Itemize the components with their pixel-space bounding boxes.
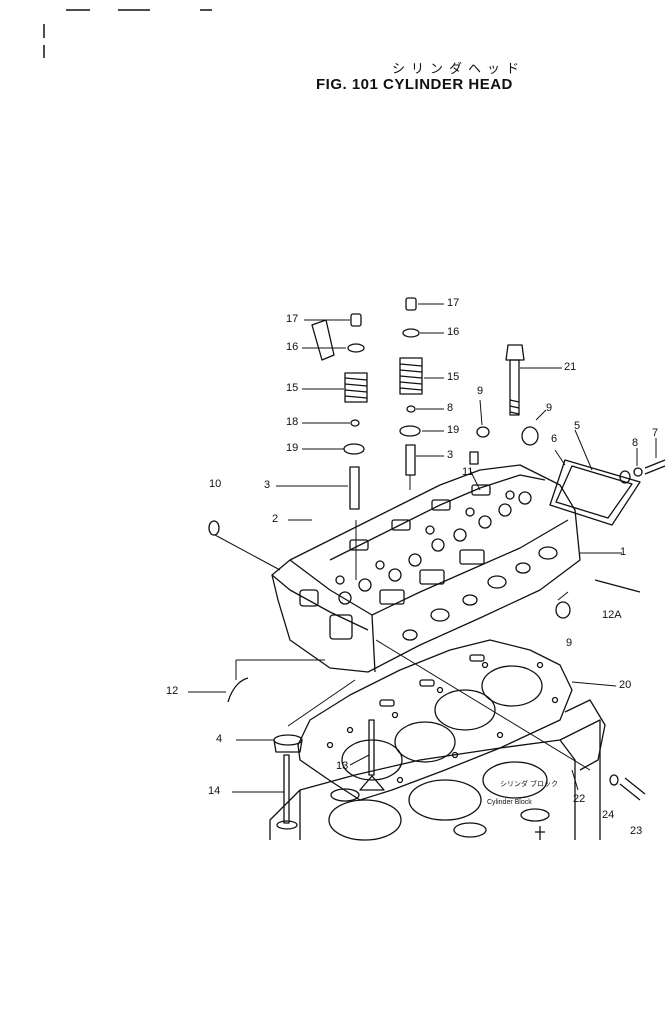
callout-8-right: 8 (447, 402, 454, 414)
cylinder-block (269, 719, 601, 841)
right-valve-stack (399, 297, 423, 476)
callout-3-left: 3 (264, 479, 271, 491)
figure-title-japanese: シリンダヘッド (392, 62, 526, 77)
callout-21: 21 (564, 361, 577, 373)
callout-23: 23 (630, 825, 643, 837)
leader-lines (188, 303, 657, 793)
callout-14: 14 (208, 785, 221, 797)
callout-17-right: 17 (447, 297, 460, 309)
callout-2: 2 (272, 513, 279, 525)
head-bolt (505, 344, 525, 416)
block-note-japanese: シリンダ ブロック (500, 781, 558, 788)
callout-7: 7 (652, 427, 659, 439)
callout-16-right: 16 (447, 326, 460, 338)
callout-16-left: 16 (286, 341, 299, 353)
callout-8: 8 (632, 437, 639, 449)
callout-9-lower: 9 (566, 637, 573, 649)
callout-20: 20 (619, 679, 632, 691)
callout-15-right: 15 (447, 371, 460, 383)
callout-15-left: 15 (286, 382, 299, 394)
callout-11: 11 (462, 466, 474, 478)
side-cover (549, 459, 666, 526)
callout-13: 13 (336, 760, 349, 772)
small-parts (208, 426, 646, 830)
scan-marks (43, 9, 212, 58)
callout-22: 22 (573, 793, 586, 805)
cylinder-head (271, 464, 581, 673)
callout-19-right: 19 (447, 424, 460, 436)
callout-5: 5 (574, 420, 581, 432)
callout-24: 24 (602, 809, 615, 821)
callout-10: 10 (209, 478, 222, 490)
callout-12a: 12A (602, 609, 622, 621)
callout-6: 6 (551, 433, 558, 445)
figure-title: FIG. 101 CYLINDER HEAD (316, 76, 513, 93)
block-note-english: Cylinder Block (487, 799, 532, 806)
callout-9-upper-right: 9 (546, 402, 553, 414)
callout-1: 1 (620, 546, 627, 558)
callout-19-left: 19 (286, 442, 299, 454)
callout-12: 12 (166, 685, 179, 697)
head-gasket (297, 639, 573, 801)
callout-9-top: 9 (477, 385, 484, 397)
callout-3-right: 3 (447, 449, 454, 461)
callout-17-left: 17 (286, 313, 299, 325)
left-valve-stack (311, 313, 368, 510)
callout-18-left: 18 (286, 416, 299, 428)
callout-4: 4 (216, 733, 223, 745)
